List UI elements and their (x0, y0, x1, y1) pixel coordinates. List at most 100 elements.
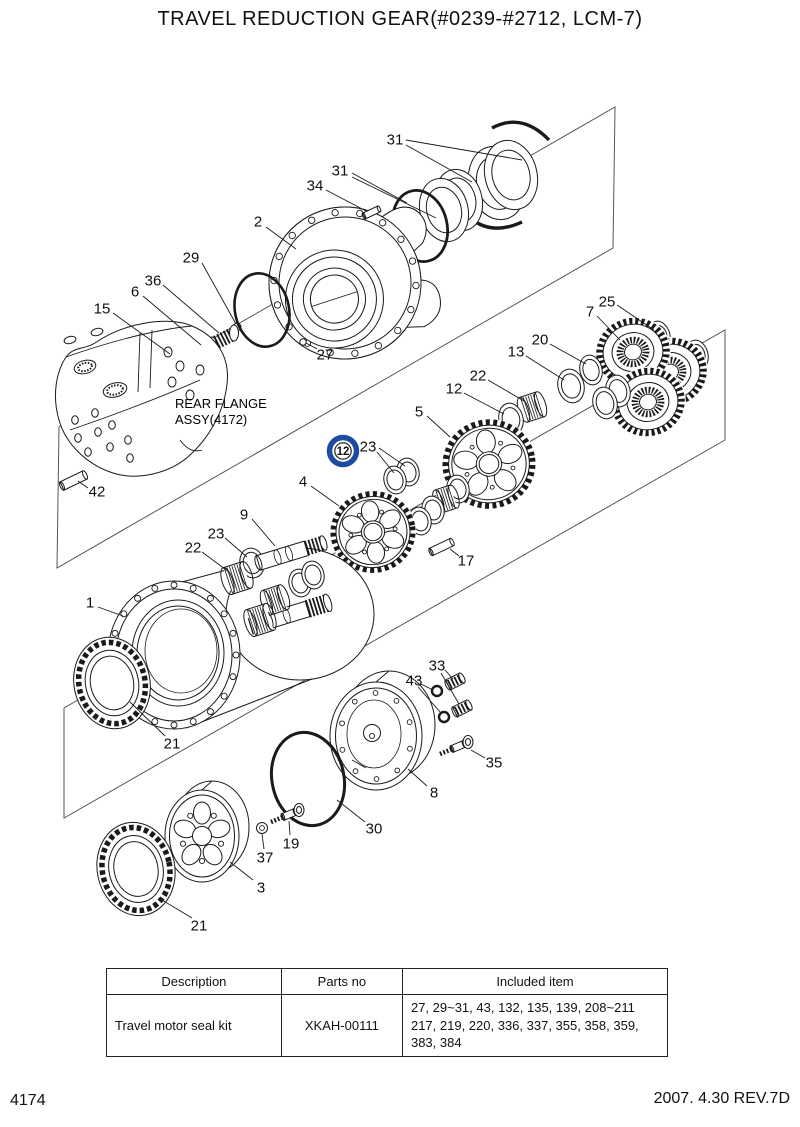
callout-leader-31 (405, 144, 473, 183)
needle-bearing (243, 602, 277, 638)
assembly-note: REAR FLANGE ASSY(4172) (175, 396, 267, 427)
washer-37 (256, 822, 268, 834)
callout-36: 36 (145, 273, 162, 290)
pin-17 (428, 537, 455, 557)
callout-6: 6 (131, 284, 139, 301)
callout-leader-15 (112, 312, 171, 355)
callout-leader-42 (77, 480, 89, 489)
callout-13: 13 (508, 344, 525, 361)
callout-layer: 3131342293661527422572013221252349232217… (77, 132, 655, 935)
callout-leader-34 (325, 189, 367, 212)
callout-leader-31 (351, 176, 437, 219)
callout-33: 33 (429, 658, 446, 675)
bolt-35 (439, 735, 474, 757)
callout-9: 9 (240, 507, 248, 524)
callout-leader-7 (596, 315, 621, 341)
callout-leader-21 (161, 899, 193, 919)
plug-33 (444, 672, 466, 691)
needle-bearing-22 (516, 391, 548, 423)
callout-leader-35 (470, 749, 486, 759)
callout-leader-4 (310, 485, 340, 507)
callout-2: 2 (254, 214, 262, 231)
callout-leader-22 (201, 551, 230, 573)
callout-leader-27 (305, 342, 318, 350)
callout-leader-31 (405, 139, 523, 161)
callout-leader-22 (487, 379, 525, 402)
callout-27: 27 (317, 347, 334, 364)
callout-21: 21 (164, 736, 181, 753)
ring-gear-4 (330, 490, 416, 574)
callout-1: 1 (86, 595, 94, 612)
callout-leader-43 (417, 686, 442, 714)
highlighted-callout-label: 12 (337, 446, 350, 458)
callout-leader-31 (351, 172, 408, 204)
flange-2 (268, 206, 441, 360)
callout-leader-2 (265, 226, 297, 250)
callout-leader-19 (288, 820, 291, 836)
callout-leader-21 (129, 701, 166, 737)
callout-leader-30 (336, 799, 366, 823)
callout-31: 31 (332, 163, 349, 180)
header-parts-no: Parts no (280, 968, 403, 995)
callout-leader-17 (449, 548, 460, 557)
seal-kit-table: Description Parts no Included item Trave… (106, 968, 669, 1057)
callout-leader-6 (142, 295, 202, 346)
seal-ring-31 (483, 139, 539, 211)
callout-leader-1 (97, 606, 124, 617)
pin (451, 699, 473, 718)
callout-leader-9 (251, 518, 276, 547)
callout-23: 23 (360, 439, 377, 456)
callout-17: 17 (458, 553, 475, 570)
callout-8: 8 (430, 785, 438, 802)
plug-27 (299, 338, 307, 346)
flange-2-face (284, 249, 384, 349)
rear-flange-assy (54, 320, 228, 477)
callout-29: 29 (183, 250, 200, 267)
thrust-washer-13 (557, 368, 585, 404)
callout-19: 19 (283, 836, 300, 853)
assembly-note-line2: ASSY(4172) (175, 412, 247, 427)
callout-34: 34 (307, 178, 324, 195)
o-ring-43 (437, 710, 451, 724)
assembly-note-line1: REAR FLANGE (175, 396, 267, 411)
callout-leader-33 (440, 672, 460, 705)
ring (592, 386, 618, 420)
callout-leader-12 (463, 392, 505, 415)
callout-leader-33 (444, 669, 454, 680)
ring (301, 560, 325, 590)
callout-21: 21 (191, 918, 208, 935)
ring-23 (383, 465, 407, 495)
callout-43: 43 (406, 673, 423, 690)
thrust-washer-20 (579, 354, 603, 386)
diagram-parts (54, 120, 709, 917)
exploded-view-diagram: REAR FLANGE ASSY(4172) 31313422936615274… (54, 106, 726, 935)
callout-25: 25 (599, 294, 616, 311)
callout-42: 42 (89, 484, 106, 501)
callout-leader-29 (201, 262, 237, 325)
callout-31: 31 (387, 132, 404, 149)
needle-bearing-22 (220, 560, 254, 596)
callout-12: 12 (446, 381, 463, 398)
pin-42 (58, 470, 89, 491)
table-header-row: Description Parts no Included item (106, 968, 669, 995)
callout-7: 7 (586, 304, 594, 321)
cover-8 (329, 670, 436, 791)
cell-included-item: 27, 29~31, 43, 132, 135, 139, 208~211 21… (401, 994, 669, 1057)
callout-15: 15 (94, 301, 111, 318)
header-description: Description (106, 968, 282, 995)
callout-leader-36 (162, 284, 220, 334)
page-number: 4174 (10, 1092, 46, 1109)
cell-description: Travel motor seal kit (106, 994, 282, 1057)
callout-leader-13 (525, 355, 565, 381)
callout-5: 5 (415, 404, 423, 421)
callout-30: 30 (366, 821, 383, 838)
highlighted-callout-12: 12 (326, 434, 360, 468)
pin (444, 672, 466, 691)
table-row: Travel motor seal kit XKAH-00111 27, 29~… (106, 994, 669, 1057)
bolt-19 (270, 803, 305, 825)
bearing-21 (73, 636, 151, 730)
callout-leader-37 (261, 833, 265, 850)
bearing-21 (96, 821, 176, 917)
callout-37: 37 (257, 850, 274, 867)
